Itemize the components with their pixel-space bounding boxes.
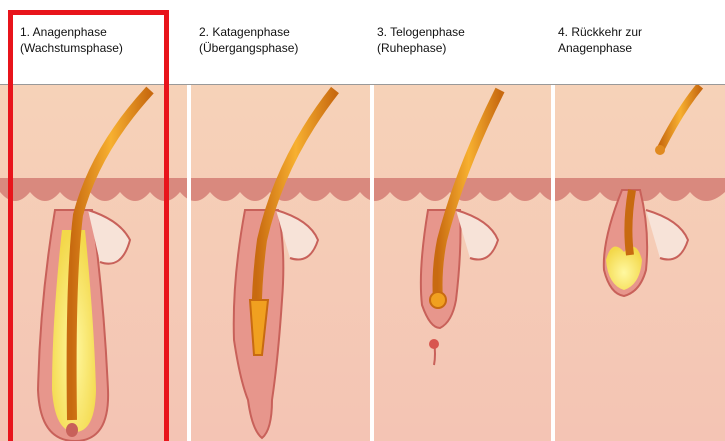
phase-4-title: 4. Rückkehr zur <box>558 24 642 40</box>
phase-2-title: 2. Katagenphase <box>199 24 298 40</box>
divider-3 <box>551 84 555 441</box>
highlight-frame <box>8 10 169 441</box>
phase-4-subtitle: Anagenphase <box>558 40 642 56</box>
phase-3-caption: 3. Telogenphase (Ruhephase) <box>377 24 465 56</box>
phase-4-caption: 4. Rückkehr zur Anagenphase <box>558 24 642 56</box>
phase-3-subtitle: (Ruhephase) <box>377 40 465 56</box>
phase-3-title: 3. Telogenphase <box>377 24 465 40</box>
phase-2-caption: 2. Katagenphase (Übergangsphase) <box>199 24 298 56</box>
divider-1 <box>187 84 191 441</box>
phase-2-subtitle: (Übergangsphase) <box>199 40 298 56</box>
divider-2 <box>370 84 374 441</box>
